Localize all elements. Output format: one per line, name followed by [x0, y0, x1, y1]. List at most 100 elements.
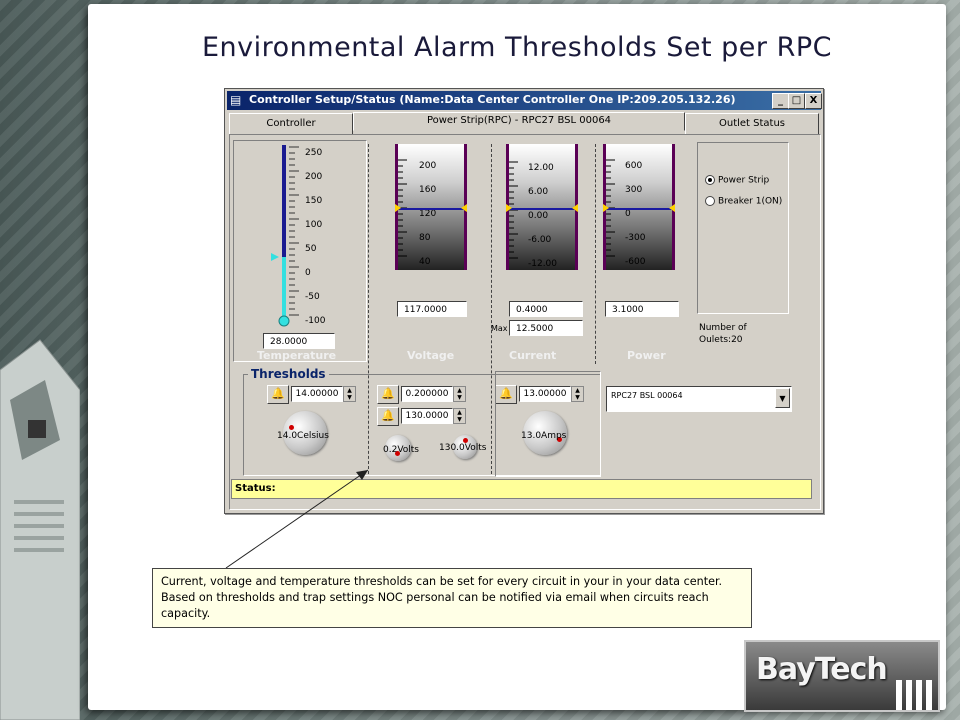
voltage-low-threshold-knob[interactable] — [385, 435, 411, 461]
current-knob-label: 13.0Amps — [521, 431, 567, 441]
temperature-tick: 50 — [305, 244, 317, 254]
power-gauge: 600 300 0 -300 -600 — [603, 144, 675, 270]
voltage-low-alarm-bell-icon[interactable]: 🔔 — [377, 385, 399, 404]
temperature-tick: 200 — [305, 172, 323, 182]
window-titlebar[interactable]: ▤ Controller Setup/Status (Name:Data Cen… — [227, 91, 822, 110]
power-tick: 0 — [625, 209, 631, 219]
current-gauge-ticks — [509, 161, 518, 259]
voltage-tick: 160 — [419, 185, 437, 195]
power-tick: -300 — [625, 233, 646, 243]
radio-power-strip[interactable]: Power Strip — [705, 175, 769, 186]
voltage-tick: 40 — [419, 257, 431, 267]
radio-dot — [705, 175, 715, 185]
temperature-threshold-knob[interactable] — [283, 411, 327, 455]
current-needle — [509, 208, 575, 210]
window-title: Controller Setup/Status (Name:Data Cente… — [249, 93, 736, 106]
current-tick: -6.00 — [528, 235, 552, 245]
temperature-alarm-bell-icon[interactable]: 🔔 — [267, 385, 289, 404]
spin-arrows-icon[interactable]: ▲▼ — [343, 386, 356, 402]
voltage-low-marker — [395, 204, 401, 212]
knob-indicator — [557, 437, 562, 442]
voltage-scale: 200 160 120 80 40 — [419, 154, 436, 274]
temperature-tick: 250 — [305, 148, 323, 158]
logo-bars-icon — [896, 680, 936, 710]
spin-arrows-icon[interactable]: ▲▼ — [453, 386, 466, 402]
close-button[interactable]: X — [805, 93, 822, 109]
tab-outlet-status[interactable]: Outlet Status — [685, 113, 819, 135]
power-needle — [606, 208, 672, 210]
outlet-count-line2: Oulets:20 — [699, 335, 743, 345]
voltage-gauge-face — [398, 144, 464, 270]
current-max-field: 12.5000 — [509, 320, 583, 336]
power-label: Power — [627, 349, 666, 362]
slide-title: Environmental Alarm Thresholds Set per R… — [201, 32, 833, 63]
divider — [491, 144, 492, 474]
power-high-marker — [669, 204, 675, 212]
voltage-tick: 80 — [419, 233, 431, 243]
tab-controller[interactable]: Controller — [229, 113, 353, 135]
voltage-value-field: 117.0000 — [397, 301, 467, 317]
current-threshold-value[interactable]: 13.00000 — [519, 386, 571, 402]
temperature-tick: 0 — [305, 268, 311, 278]
current-threshold-group — [495, 371, 601, 477]
voltage-low-knob-label: 0.2Volts — [383, 445, 419, 455]
status-bar: Status: — [231, 479, 812, 499]
temperature-panel — [233, 140, 367, 362]
device-select[interactable]: RPC27 BSL 00064 ▼ — [606, 386, 792, 412]
power-low-marker — [603, 204, 609, 212]
voltage-label: Voltage — [407, 349, 455, 362]
power-scale: 600 300 0 -300 -600 — [625, 154, 645, 274]
radio-label: Power Strip — [718, 175, 770, 186]
radio-dot — [705, 196, 715, 206]
display-option-panel — [697, 142, 789, 314]
current-scale: 12.00 6.00 0.00 -6.00 -12.00 — [528, 156, 557, 276]
temperature-threshold-stepper[interactable]: 14.00000 ▲▼ — [291, 386, 357, 402]
thresholds-group: Thresholds — [243, 367, 601, 476]
power-gauge-face — [606, 144, 672, 270]
voltage-high-knob-label: 130.0Volts — [439, 443, 487, 453]
voltage-tick: 120 — [419, 209, 437, 219]
logo-wordmark: BayTech — [756, 652, 888, 687]
voltage-high-threshold-value[interactable]: 130.0000 — [401, 408, 453, 424]
server-tower-graphic — [0, 339, 80, 720]
voltage-high-threshold-knob[interactable] — [453, 435, 477, 459]
voltage-high-alarm-bell-icon[interactable]: 🔔 — [377, 407, 399, 426]
controller-setup-window: ▤ Controller Setup/Status (Name:Data Cen… — [224, 88, 824, 514]
current-value-field: 0.4000 — [509, 301, 583, 317]
power-value-field: 3.1000 — [605, 301, 679, 317]
voltage-high-threshold-stepper[interactable]: 130.0000 ▲▼ — [401, 408, 467, 424]
voltage-low-threshold-stepper[interactable]: 0.200000 ▲▼ — [401, 386, 467, 402]
temperature-scale: 250 200 150 100 50 0 -50 -100 — [305, 141, 325, 333]
current-threshold-knob[interactable] — [523, 411, 567, 455]
current-tick: 12.00 — [528, 163, 554, 173]
power-tick: -600 — [625, 257, 646, 267]
spin-arrows-icon[interactable]: ▲▼ — [453, 408, 466, 424]
tab-power-strip[interactable]: Power Strip(RPC) - RPC27 BSL 00064 — [353, 112, 685, 131]
baytech-logo: BayTech — [744, 640, 940, 712]
power-tick: 300 — [625, 185, 643, 195]
knob-indicator — [395, 451, 400, 456]
temperature-tick: 150 — [305, 196, 323, 206]
voltage-gauge: 200 160 120 80 40 — [395, 144, 467, 270]
current-gauge: 12.00 6.00 0.00 -6.00 -12.00 — [506, 144, 578, 270]
current-tick: 6.00 — [528, 187, 549, 197]
temperature-tick: -50 — [305, 292, 320, 302]
chevron-down-icon[interactable]: ▼ — [775, 388, 790, 408]
temperature-threshold-value[interactable]: 14.00000 — [291, 386, 343, 402]
app-icon: ▤ — [230, 93, 242, 107]
voltage-low-threshold-value[interactable]: 0.200000 — [401, 386, 453, 402]
maximize-button[interactable]: □ — [788, 93, 805, 109]
temperature-tick: 100 — [305, 220, 323, 230]
current-threshold-stepper[interactable]: 13.00000 ▲▼ — [519, 386, 585, 402]
divider — [368, 144, 369, 474]
voltage-tick: 200 — [419, 161, 437, 171]
temperature-knob-label: 14.0Celsius — [277, 431, 329, 441]
current-alarm-bell-icon[interactable]: 🔔 — [495, 385, 517, 404]
power-tick: 600 — [625, 161, 643, 171]
divider — [595, 144, 596, 364]
minimize-button[interactable]: _ — [772, 93, 789, 109]
current-tick: -12.00 — [528, 259, 558, 269]
radio-breaker-1[interactable]: Breaker 1(ON) — [705, 196, 782, 207]
spin-arrows-icon[interactable]: ▲▼ — [571, 386, 584, 402]
voltage-needle — [398, 208, 464, 210]
